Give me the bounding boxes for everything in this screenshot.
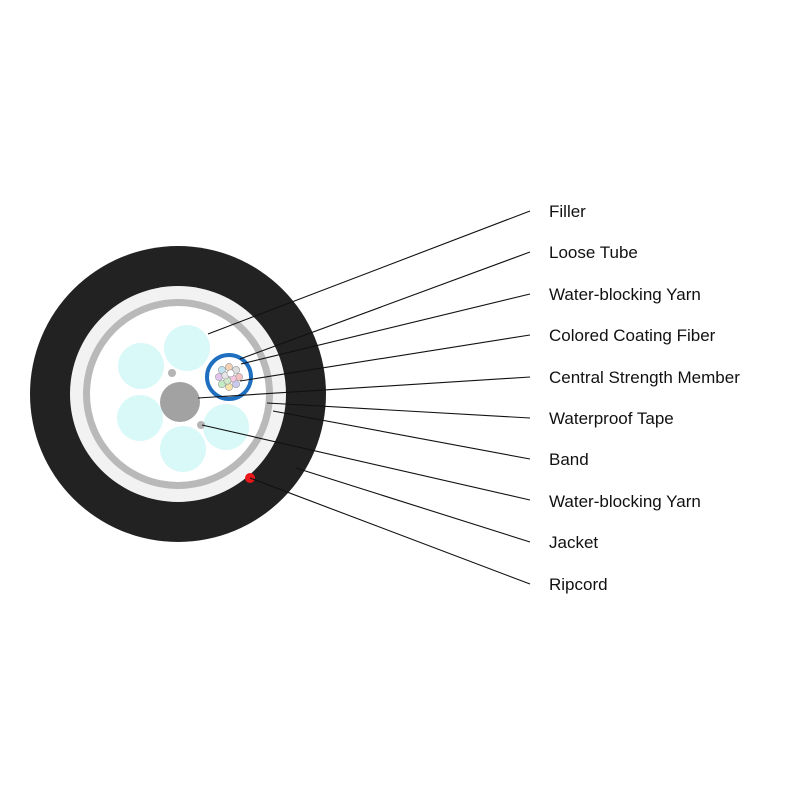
label-jacket: Jacket [549,533,598,552]
leader-line-ripcord [249,477,531,585]
filler [117,395,163,441]
leader-line-jacket [295,467,531,543]
leader-line-filler [207,210,531,335]
leader-line-band [272,410,531,460]
label-colored-coating-fiber: Colored Coating Fiber [549,326,716,345]
colored-coating-fiber-group [215,363,243,391]
filler [160,426,206,472]
callout-labels: Filler Loose Tube Water-blocking Yarn Co… [549,202,740,594]
label-ripcord: Ripcord [549,575,608,594]
label-waterproof-tape: Waterproof Tape [549,409,674,428]
leader-lines [197,210,531,585]
loose-tube [205,353,253,401]
label-central-strength-member: Central Strength Member [549,368,740,387]
leader-line-waterproof-tape [266,402,531,419]
filler [164,325,210,371]
filler [118,343,164,389]
colored-coating-fiber [226,369,235,378]
label-water-blocking-yarn-1: Water-blocking Yarn [549,285,701,304]
central-strength-member [160,382,200,422]
water-blocking-yarn [197,421,205,429]
label-band: Band [549,450,589,469]
label-loose-tube: Loose Tube [549,243,638,262]
leader-line-central-strength-member [197,376,531,399]
filler [203,404,249,450]
leader-line-loose-tube [239,251,531,360]
leader-line-colored-coating-fiber [239,334,531,382]
leader-line-water-blocking-yarn-2 [201,424,531,501]
cable-cross-section [30,246,326,542]
leader-line-water-blocking-yarn-1 [240,293,531,365]
label-water-blocking-yarn-2: Water-blocking Yarn [549,492,701,511]
water-blocking-yarn [168,369,176,377]
label-filler: Filler [549,202,586,221]
